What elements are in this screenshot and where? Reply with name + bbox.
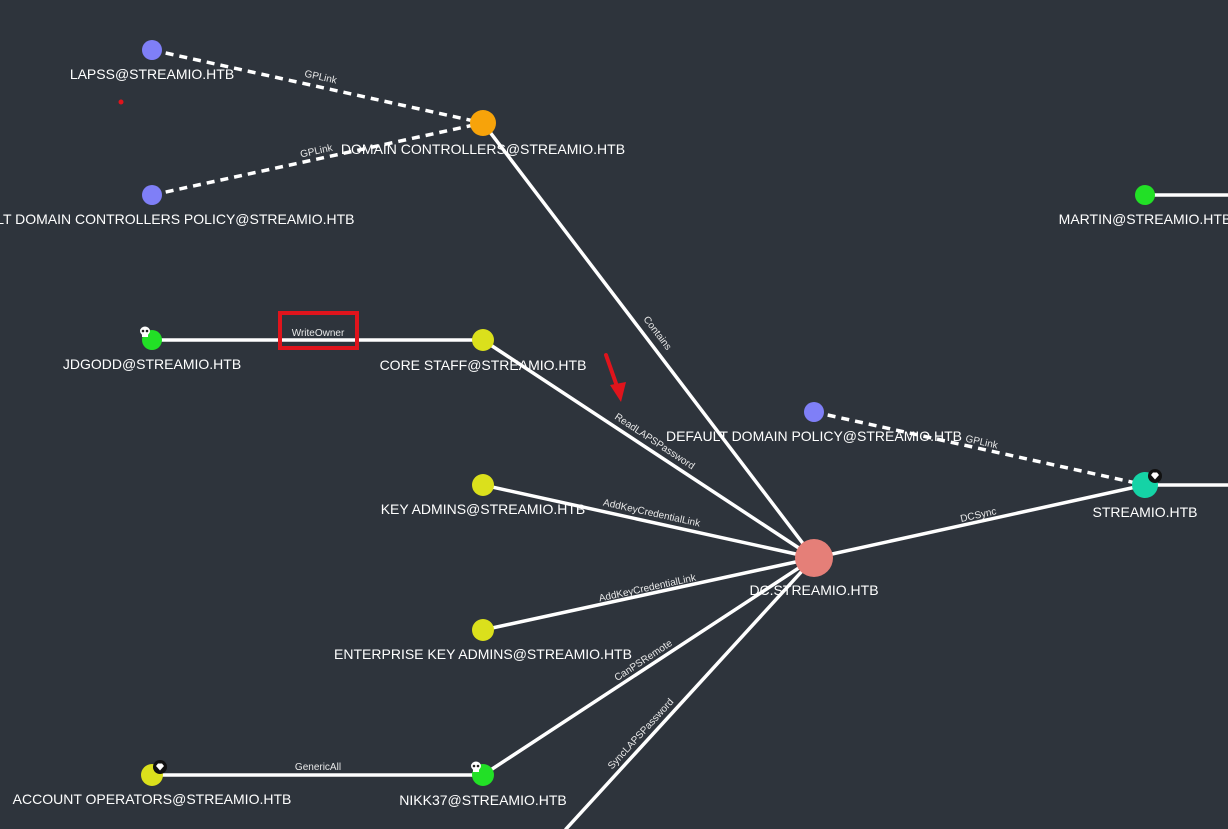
edge-lapss-gplink[interactable] bbox=[151, 48, 484, 125]
nodes bbox=[141, 40, 1158, 786]
node-martin-user[interactable] bbox=[1135, 185, 1155, 205]
edge-keyadmins-addkey[interactable] bbox=[481, 483, 816, 560]
node-default-policy-gpo[interactable] bbox=[804, 402, 824, 422]
node-label-nikk37: NIKK37@STREAMIO.HTB bbox=[399, 792, 566, 808]
node-labels: LAPSS@STREAMIO.HTB DOMAIN CONTROLLERS@ST… bbox=[0, 66, 1228, 808]
edge-nikk-psremote[interactable] bbox=[481, 556, 816, 777]
node-enterprise-key-admins-group[interactable] bbox=[472, 619, 494, 641]
node-label-account-operators: ACCOUNT OPERATORS@STREAMIO.HTB bbox=[13, 791, 292, 807]
edge-entkey-addkey[interactable] bbox=[481, 556, 816, 632]
skull-icon bbox=[471, 761, 481, 772]
node-badges bbox=[140, 326, 1162, 774]
node-core-staff-group[interactable] bbox=[472, 329, 494, 351]
red-dot-marker bbox=[118, 99, 124, 105]
node-key-admins-group[interactable] bbox=[472, 474, 494, 496]
annotations bbox=[118, 99, 626, 402]
edge-dcpolicy-gplink[interactable] bbox=[151, 121, 484, 197]
node-dc-policy-gpo[interactable] bbox=[142, 185, 162, 205]
edge-dcou-contains[interactable] bbox=[481, 121, 816, 560]
edge-label-writeowner: WriteOwner bbox=[292, 328, 345, 339]
edge-defpolicy-gplink[interactable] bbox=[813, 410, 1146, 487]
node-label-default-policy: DEFAULT DOMAIN POLICY@STREAMIO.HTB bbox=[666, 428, 962, 444]
node-label-jdgodd: JDGODD@STREAMIO.HTB bbox=[63, 356, 241, 372]
node-label-domain-controllers: DOMAIN CONTROLLERS@STREAMIO.HTB bbox=[341, 141, 625, 157]
write-owner-highlight bbox=[278, 311, 359, 350]
edges bbox=[150, 48, 1228, 829]
node-domain-controllers-ou[interactable] bbox=[470, 110, 496, 136]
node-label-lapss: LAPSS@STREAMIO.HTB bbox=[70, 66, 234, 82]
edge-label-genericall: GenericAll bbox=[295, 762, 341, 773]
node-label-dc: DC.STREAMIO.HTB bbox=[749, 582, 878, 598]
edge-dc-dcsync[interactable] bbox=[812, 483, 1147, 560]
node-lapss-gpo[interactable] bbox=[142, 40, 162, 60]
diamond-icon bbox=[1148, 469, 1162, 483]
skull-icon bbox=[140, 326, 150, 337]
node-label-martin: MARTIN@STREAMIO.HTB bbox=[1059, 211, 1228, 227]
node-dc-computer[interactable] bbox=[795, 539, 833, 577]
edge-synclaps[interactable] bbox=[564, 556, 816, 829]
red-arrow-icon bbox=[604, 353, 626, 402]
node-label-dc-policy: DEFAULT DOMAIN CONTROLLERS POLICY@STREAM… bbox=[0, 211, 354, 227]
node-label-core-staff: CORE STAFF@STREAMIO.HTB bbox=[380, 357, 587, 373]
diamond-icon bbox=[153, 760, 167, 774]
node-label-key-admins: KEY ADMINS@STREAMIO.HTB bbox=[381, 501, 586, 517]
node-label-enterprise-key-admins: ENTERPRISE KEY ADMINS@STREAMIO.HTB bbox=[334, 646, 632, 662]
edge-corestaff-readlaps[interactable] bbox=[481, 338, 816, 560]
node-label-streamio: STREAMIO.HTB bbox=[1092, 504, 1197, 520]
